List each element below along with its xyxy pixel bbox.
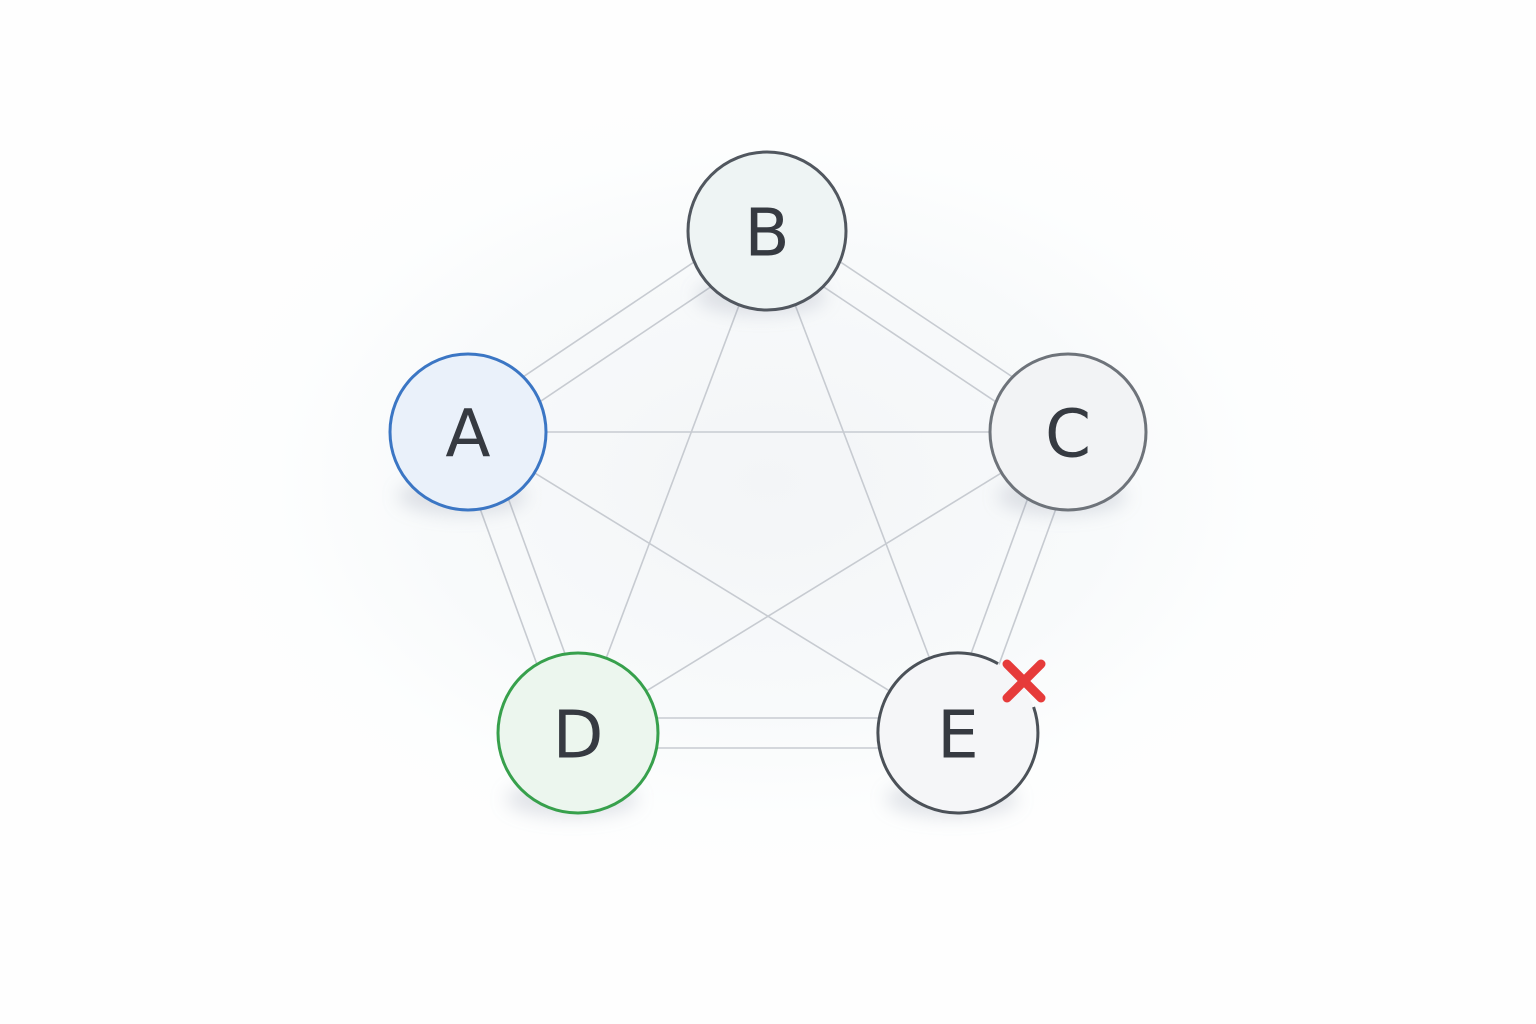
node-border	[388, 352, 548, 512]
node-fill	[878, 653, 1038, 813]
node-fill	[990, 354, 1146, 510]
x-mark-stroke	[1002, 659, 1046, 703]
node-fill	[498, 653, 658, 813]
edge-B-E	[766, 230, 959, 734]
edge-C-D	[577, 431, 1069, 734]
node-fill	[688, 152, 846, 310]
node-a[interactable]: A	[388, 352, 548, 512]
node-border-gapped	[876, 651, 1040, 815]
node-c[interactable]: C	[988, 352, 1148, 512]
edge-A-E	[467, 431, 959, 734]
node-d[interactable]: D	[496, 651, 660, 815]
node-border	[496, 651, 660, 815]
node-border	[988, 352, 1148, 512]
node-border	[686, 150, 848, 312]
remove-x-icon[interactable]	[1002, 659, 1046, 703]
edge-B-D	[577, 230, 768, 734]
node-fill	[390, 354, 546, 510]
node-b[interactable]: B	[686, 150, 848, 312]
